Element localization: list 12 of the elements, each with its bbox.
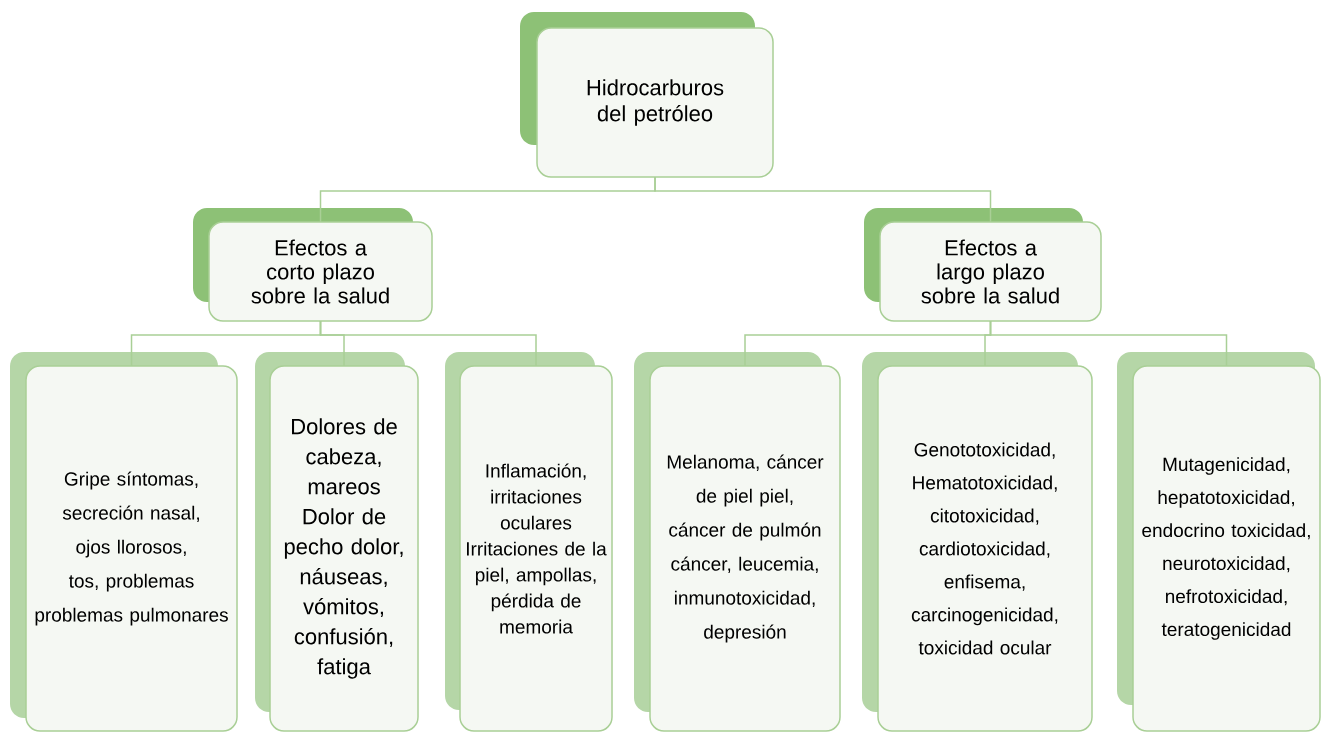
process-box: Genototoxicidad, Hematotoxicidad, citotoxicidad, cardiotoxicidad, enfisema, carcinogenicidad, toxicidad ocular bbox=[862, 352, 1093, 732]
process-box: Inflamación, irritaciones oculares Irritaciones de la piel, ampollas, pérdida de memoria bbox=[445, 352, 613, 732]
connector-line bbox=[654, 176, 992, 223]
connector-line bbox=[989, 320, 1228, 367]
process-box: Efectos a largo plazo sobre la salud bbox=[864, 208, 1102, 322]
process-box: Gripe síntomas, secreción nasal, ojos llorosos, tos, problemas problemas pulmonares bbox=[10, 352, 238, 732]
process-box: Dolores de cabeza, mareos Dolor de pecho dolor, náuseas, vómitos, confusión, fatiga bbox=[255, 352, 419, 732]
process-box: Efectos a corto plazo sobre la salud bbox=[193, 208, 433, 322]
process-box: Hidrocarburos del petróleo bbox=[520, 12, 774, 178]
process-box: Mutagenicidad, hepatotoxicidad, endocrino toxicidad, neurotoxicidad, nefrotoxicidad, teratogenicidad bbox=[1117, 352, 1321, 732]
process-box: Melanoma, cáncer de piel piel, cáncer de pulmón cáncer, leucemia, inmunotoxicidad, depresión bbox=[634, 352, 841, 732]
connector-line bbox=[319, 320, 537, 367]
